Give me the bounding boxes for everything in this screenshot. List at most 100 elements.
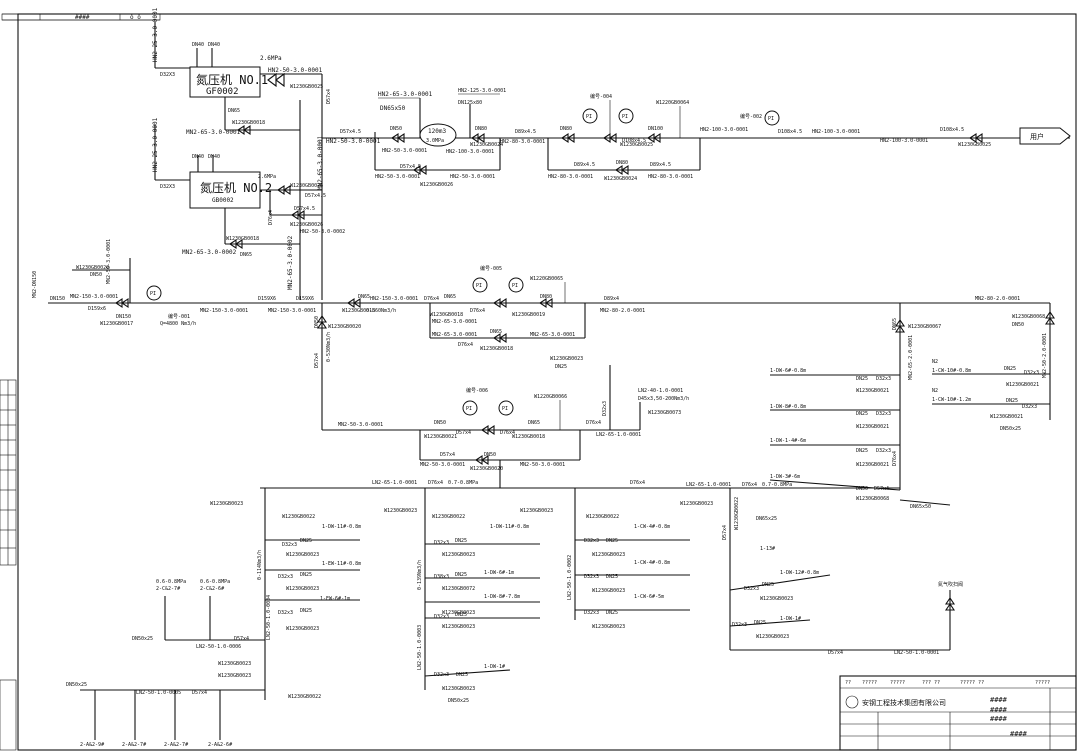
user-label: 1-DW-3#-6m [770, 474, 800, 480]
valve-icon[interactable] [561, 132, 575, 144]
size-label: D57x4 [234, 636, 249, 642]
pressure-indicator[interactable] [498, 400, 514, 416]
pressure-indicator[interactable] [146, 285, 162, 301]
compressor-no2[interactable]: 氮压机 NO.2 GB0002 [189, 171, 272, 209]
nozzle-tag: DN40 [192, 42, 204, 48]
pi-label: PI [586, 114, 592, 120]
line-label: HN2-50-3.0-0001 [268, 67, 323, 74]
line-label: LN2-40-1.0-0001 [638, 388, 683, 394]
compressor-no1[interactable]: 氮压机 NO.1 GF0002 [189, 66, 268, 98]
valve-icon[interactable] [615, 164, 629, 176]
title-block-cell: ????? [1035, 680, 1050, 686]
size-label: D57x4 [456, 430, 471, 436]
size-label: D76x4 [458, 342, 473, 348]
size-label: DN50 [90, 272, 102, 278]
pressure-label: 0.6-0.8MPa [156, 579, 186, 585]
user-label: 2-C&2-6# [200, 586, 224, 592]
valve-icon[interactable] [316, 315, 328, 329]
tank-pressure: 3.0MPa [426, 138, 444, 144]
size-label: D57x4 [828, 650, 843, 656]
gas-label: N2 [932, 359, 938, 365]
valve-icon[interactable] [291, 209, 305, 221]
user-label: 1-CW-10#-1.2m [932, 397, 971, 403]
valve-icon[interactable] [267, 72, 285, 88]
user-label: 2-A&2-7# [164, 742, 188, 748]
valve-tag: W1230GB0023 [442, 552, 475, 558]
user-label: 1-CW-10#-0.8m [932, 368, 971, 374]
valve-icon[interactable] [347, 297, 361, 309]
control-valve-icon[interactable] [481, 424, 495, 436]
size-label: D76x4 [742, 482, 757, 488]
line-label: HN2-80-3.0-0001 [548, 174, 593, 180]
size-label: DN65 [528, 420, 540, 426]
pressure-indicator[interactable] [618, 108, 634, 124]
valve-icon[interactable] [539, 297, 553, 309]
compressor-no2-tag: GB0002 [212, 197, 234, 204]
size-label: DN150 [50, 296, 65, 302]
valve-icon[interactable] [277, 184, 291, 196]
valve-icon[interactable] [475, 454, 489, 466]
size-label: DN50x25 [132, 636, 153, 642]
size-label: DN25 [455, 612, 467, 618]
pressure-indicator[interactable] [764, 110, 780, 126]
valve-tag: W1230GB0026 [290, 222, 323, 228]
size-label: DN25 [606, 574, 618, 580]
valve-icon[interactable] [894, 319, 906, 333]
valve-tag: W1230GB0020 [328, 324, 361, 330]
size-label: D38x3 [434, 574, 449, 580]
user-label: 1-DW-12#-0.8m [780, 570, 819, 576]
valve-icon[interactable] [647, 132, 661, 144]
valve-tag: W1230GB0072 [442, 586, 475, 592]
valve-tag: W1230GB0023 [442, 686, 475, 692]
title-block-cell: #### [1010, 730, 1028, 738]
valve-icon[interactable] [115, 297, 129, 309]
pressure-indicator[interactable] [472, 277, 488, 293]
valve-icon[interactable] [471, 132, 485, 144]
valve-icon[interactable] [1044, 311, 1056, 325]
line-label: HN2-50-3.0-0002 [300, 229, 345, 235]
size-label: D32x3 [282, 542, 297, 548]
valve-tag: W1230GB0023 [286, 552, 319, 558]
valve-tag: W1230GB0023 [550, 356, 583, 362]
size-label: DN25 [455, 572, 467, 578]
flow-label: 0-560Nm3/h [366, 308, 396, 314]
size-label: D32X3 [160, 184, 175, 190]
line-label: HN2-80-3.0-0001 [500, 139, 545, 145]
line-label: LN2-50-1.0-0004 [266, 595, 272, 640]
line-label: MN2-65-3.0-0002 [182, 249, 237, 256]
gas-label: N2 [932, 388, 938, 394]
control-valve-icon[interactable] [603, 132, 617, 144]
size-label: D76x4 [500, 430, 515, 436]
valve-tag: W1230GB0023 [286, 586, 319, 592]
valve-tag: W1230GB0017 [100, 321, 133, 327]
size-label: DN65x50 [380, 105, 406, 112]
valve-icon[interactable] [229, 238, 243, 250]
valve-icon[interactable] [969, 132, 983, 144]
size-label: D89x4 [604, 296, 619, 302]
line-label: MN2-65-3.0-0001 [432, 332, 477, 338]
control-valve-icon[interactable] [493, 297, 507, 309]
size-label: D76x4 [268, 210, 274, 225]
size-label: DN25 [856, 376, 868, 382]
valve-icon[interactable] [944, 597, 956, 611]
valve-tag: W1230GB0018 [430, 312, 463, 318]
line-label: LN2-50-1.0-0006 [196, 644, 241, 650]
size-label: D76x4 [428, 480, 443, 486]
pressure-indicator[interactable] [582, 108, 598, 124]
valve-icon[interactable] [413, 164, 427, 176]
size-label: DN25 [762, 582, 774, 588]
valve-icon[interactable] [391, 132, 405, 144]
valve-tag: W1230GB0026 [290, 183, 323, 189]
pi-label: PI [150, 291, 156, 297]
size-label: DN80 [616, 160, 628, 166]
user-label: 1-DW-11#-0.8m [322, 524, 361, 530]
buffer-tank[interactable] [419, 123, 457, 147]
size-label: D89x4.5 [574, 162, 595, 168]
valve-icon[interactable] [237, 124, 251, 136]
valve-icon[interactable] [493, 332, 507, 344]
line-label: LN2-50-1.0-0002 [567, 555, 573, 600]
pressure-indicator[interactable] [462, 400, 478, 416]
valve-tag: W1230GB0018 [480, 346, 513, 352]
pressure-indicator[interactable] [508, 277, 524, 293]
